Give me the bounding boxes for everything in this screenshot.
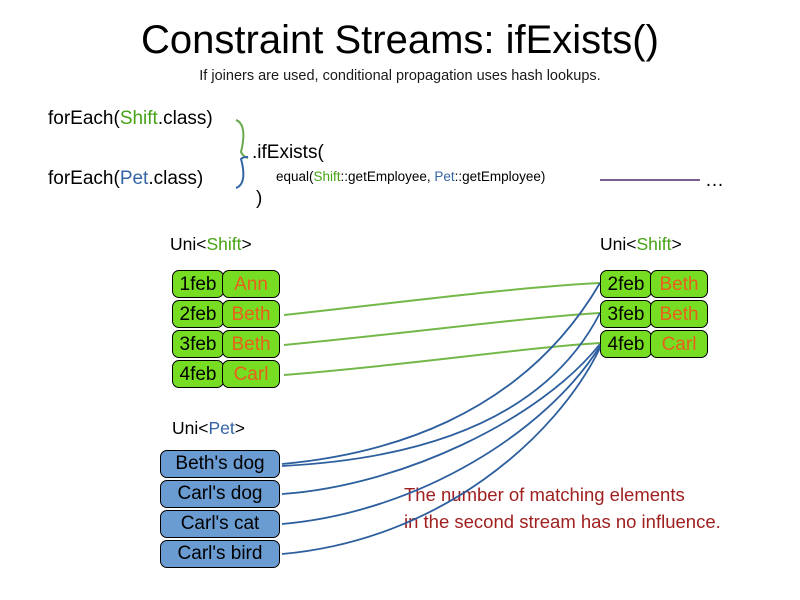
shift-employee-cell: Beth xyxy=(222,300,280,328)
shift-date-cell: 3feb xyxy=(172,330,224,358)
link-green-2feb xyxy=(283,282,601,316)
table-row[interactable]: 1feb Ann xyxy=(172,270,280,298)
shift-date-cell: 2feb xyxy=(172,300,224,328)
annotation-line-2: in the second stream has no influence. xyxy=(404,510,721,532)
foreach-pet-suffix: .class) xyxy=(148,168,204,189)
left-shift-stream-label: Uni<Shift> xyxy=(170,234,252,255)
shift-employee-cell: Beth xyxy=(650,270,708,298)
foreach-shift-type: Shift xyxy=(119,108,158,129)
brace-green-half xyxy=(235,119,249,159)
equal-prefix: equal( xyxy=(276,169,314,184)
list-item[interactable]: Carl's cat xyxy=(160,510,280,538)
uni-close: > xyxy=(671,234,682,254)
uni-close: > xyxy=(234,418,245,438)
link-blue-beths-dog-2feb xyxy=(281,282,601,465)
foreach-pet-statement: forEach(Pet.class) xyxy=(48,168,203,190)
list-item[interactable]: Carl's bird xyxy=(160,540,280,568)
list-item[interactable]: Carl's dog xyxy=(160,480,280,508)
equal-left-type: Shift xyxy=(313,169,341,184)
uni-type: Pet xyxy=(208,418,235,438)
shift-date-cell: 1feb xyxy=(172,270,224,298)
link-blue-beths-dog-3feb xyxy=(281,312,601,467)
shift-employee-cell: Carl xyxy=(650,330,708,358)
table-row[interactable]: 2feb Beth xyxy=(172,300,280,328)
equal-right-type: Pet xyxy=(434,169,455,184)
uni-open: Uni< xyxy=(172,418,209,438)
uni-open: Uni< xyxy=(600,234,637,254)
shift-employee-cell: Carl xyxy=(222,360,280,388)
table-row[interactable]: 4feb Carl xyxy=(600,330,708,358)
ifexists-call: .ifExists( xyxy=(252,142,324,163)
link-blue-carls-dog-4feb xyxy=(281,343,601,495)
shift-employee-cell: Beth xyxy=(650,300,708,328)
right-shift-stream-label: Uni<Shift> xyxy=(600,234,682,255)
annotation-note: The number of matching elements in the s… xyxy=(404,482,721,536)
foreach-pet-type: Pet xyxy=(119,168,149,189)
table-row[interactable]: 4feb Carl xyxy=(172,360,280,388)
foreach-shift-suffix: .class) xyxy=(157,108,213,129)
link-green-4feb xyxy=(283,342,601,376)
table-row[interactable]: 3feb Beth xyxy=(600,300,708,328)
right-shift-stream-rows: 2feb Beth 3feb Beth 4feb Carl xyxy=(600,270,708,360)
ellipsis-label: … xyxy=(705,170,724,191)
brace-blue-half xyxy=(235,156,249,189)
closing-paren: ) xyxy=(256,188,263,209)
foreach-shift-statement: forEach(Shift.class) xyxy=(48,108,213,130)
table-row[interactable]: 3feb Beth xyxy=(172,330,280,358)
page-title: Constraint Streams: ifExists() xyxy=(141,18,659,62)
table-row[interactable]: 2feb Beth xyxy=(600,270,708,298)
shift-date-cell: 2feb xyxy=(600,270,652,298)
equal-joiner-call: equal(Shift::getEmployee, Pet::getEmploy… xyxy=(276,169,545,184)
pet-stream-label: Uni<Pet> xyxy=(172,418,245,439)
page-subtitle: If joiners are used, conditional propaga… xyxy=(199,68,601,84)
uni-close: > xyxy=(241,234,252,254)
link-green-3feb xyxy=(283,312,601,346)
foreach-pet-prefix: forEach( xyxy=(48,168,120,189)
uni-type: Shift xyxy=(636,234,672,254)
shift-date-cell: 4feb xyxy=(172,360,224,388)
pet-stream-rows: Beth's dog Carl's dog Carl's cat Carl's … xyxy=(160,450,280,570)
foreach-shift-prefix: forEach( xyxy=(48,108,120,129)
shift-date-cell: 4feb xyxy=(600,330,652,358)
equal-right-method: ::getEmployee) xyxy=(454,169,546,184)
shift-employee-cell: Beth xyxy=(222,330,280,358)
equal-left-method: ::getEmployee, xyxy=(340,169,435,184)
shift-date-cell: 3feb xyxy=(600,300,652,328)
list-item[interactable]: Beth's dog xyxy=(160,450,280,478)
uni-type: Shift xyxy=(206,234,242,254)
shift-employee-cell: Ann xyxy=(222,270,280,298)
uni-open: Uni< xyxy=(170,234,207,254)
annotation-line-1: The number of matching elements xyxy=(404,484,685,505)
left-shift-stream-rows: 1feb Ann 2feb Beth 3feb Beth 4feb Carl xyxy=(172,270,280,390)
